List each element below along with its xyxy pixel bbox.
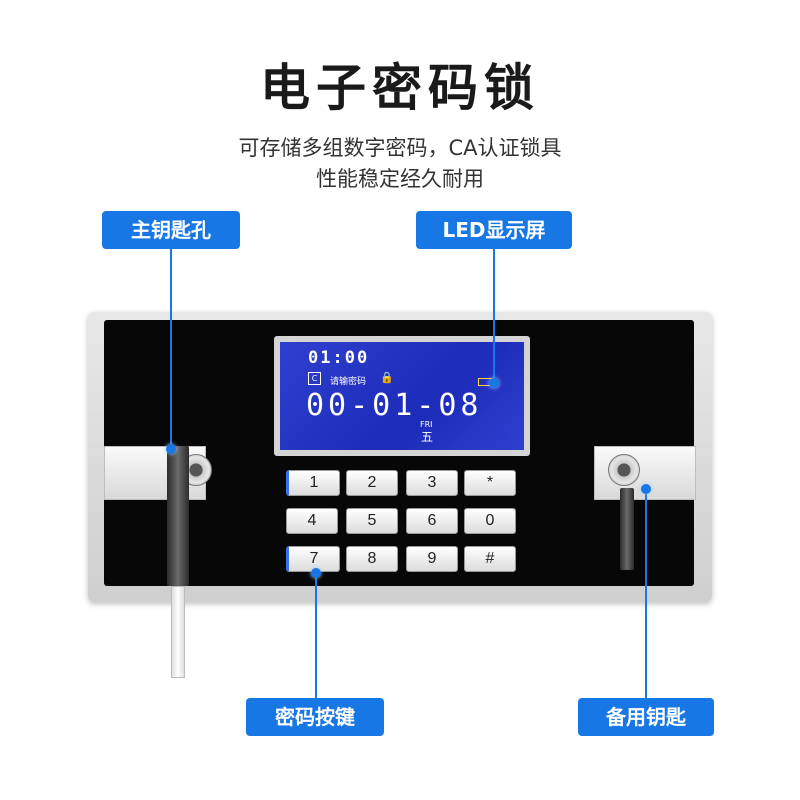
lcd-time: 01:00 (308, 348, 370, 368)
label-led-display: LED显示屏 (416, 211, 572, 249)
callout-dot-keypad (311, 568, 321, 578)
main-key-tag-icon (171, 586, 185, 678)
subtitle-line-2: 性能稳定经久耐用 (316, 167, 484, 191)
lcd-prompt: 请输密码 (330, 377, 367, 387)
key-hash[interactable]: # (464, 546, 516, 572)
led-display-screen: 01:00 C 请输密码 🔒 00-01-08 FRI 五 (280, 342, 524, 450)
main-key-icon (167, 446, 189, 586)
callout-dot-main-keyhole (166, 444, 176, 454)
key-6[interactable]: 6 (406, 508, 458, 534)
key-8[interactable]: 8 (346, 546, 398, 572)
key-2[interactable]: 2 (346, 470, 398, 496)
key-4[interactable]: 4 (286, 508, 338, 534)
key-star[interactable]: * (464, 470, 516, 496)
key-7[interactable]: 7 (286, 546, 340, 572)
key-1[interactable]: 1 (286, 470, 340, 496)
callout-line-main-keyhole (170, 249, 172, 449)
label-main-keyhole: 主钥匙孔 (102, 211, 240, 249)
callout-line-keypad (315, 574, 317, 698)
callout-dot-spare-key (641, 484, 651, 494)
subtitle-line-1: 可存储多组数字密码，CA认证锁具 (238, 136, 562, 160)
key-3[interactable]: 3 (406, 470, 458, 496)
label-spare-key: 备用钥匙 (578, 698, 714, 736)
lcd-date: 00-01-08 (306, 388, 483, 423)
spare-key-icon (620, 488, 634, 570)
spare-keyhole-icon[interactable] (608, 454, 640, 486)
key-0[interactable]: 0 (464, 508, 516, 534)
lcd-weekday-en: FRI (420, 420, 433, 429)
callout-line-led (493, 249, 495, 383)
key-5[interactable]: 5 (346, 508, 398, 534)
key-9[interactable]: 9 (406, 546, 458, 572)
callout-dot-led (489, 378, 499, 388)
lcd-prompt-icon: C (308, 372, 321, 385)
callout-line-spare-key (645, 490, 647, 698)
page-title: 电子密码锁 (260, 59, 540, 117)
lcd-lock-icon: 🔒 (380, 371, 394, 384)
label-keypad: 密码按键 (246, 698, 384, 736)
lcd-weekday-cn: 五 (421, 430, 434, 444)
